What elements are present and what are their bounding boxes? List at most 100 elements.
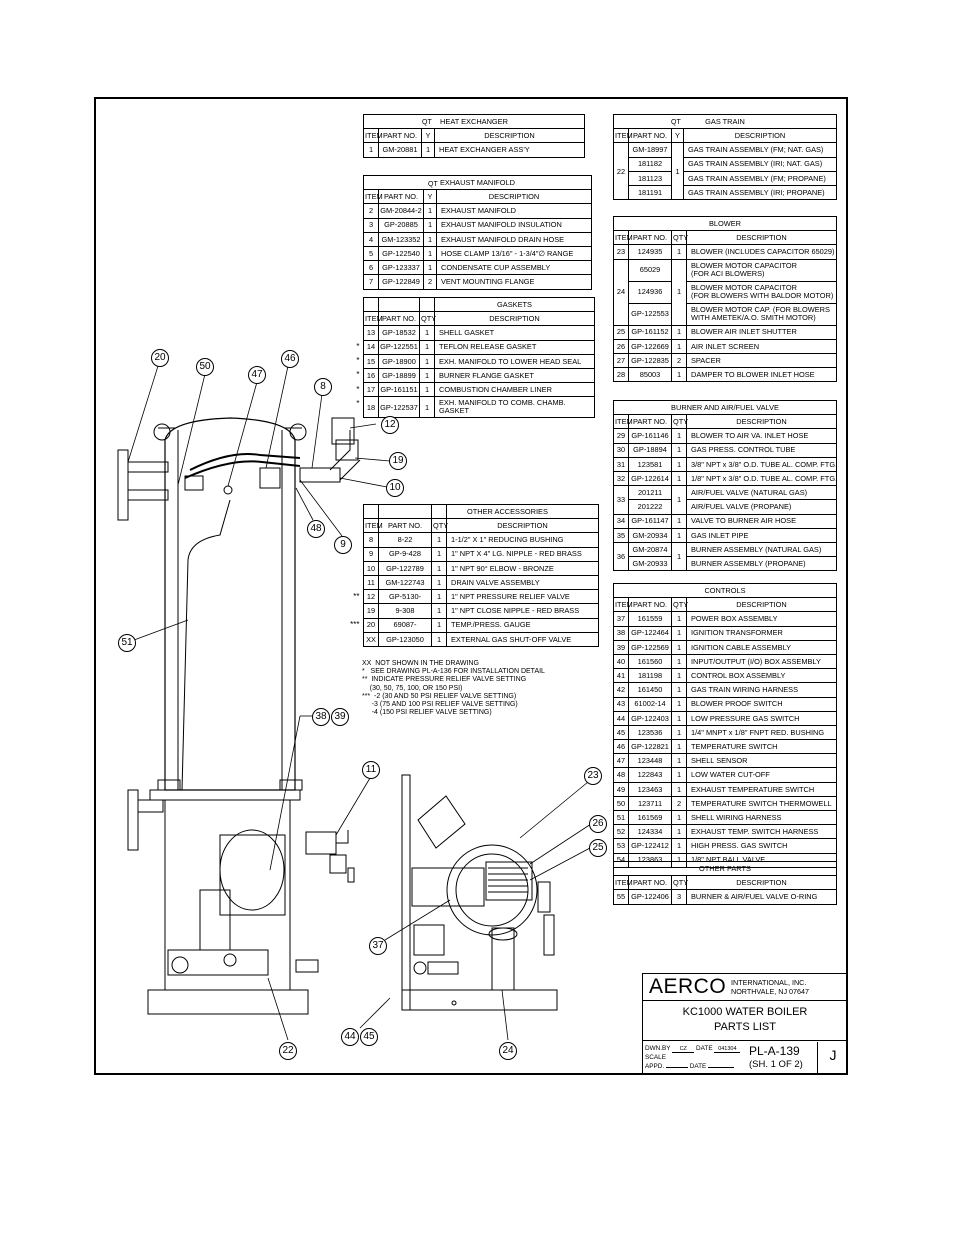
- callout-51: 51: [118, 634, 136, 652]
- col-item: ITEM: [363, 128, 383, 144]
- col-qty: Y: [671, 128, 684, 144]
- col-part-no: PART NO.: [628, 597, 672, 613]
- cell: 51: [613, 809, 629, 826]
- description-line: BLOWER MOTOR CAPACITOR: [691, 261, 797, 271]
- cell: 1" NPT 90° ELBOW - BRONZE: [446, 560, 599, 576]
- col-item: ITEM: [613, 597, 633, 613]
- col-part-no: PART NO.: [378, 311, 420, 327]
- cell: EXHAUST MANIFOLD INSULATION: [436, 217, 592, 233]
- col-qty: Y: [423, 189, 437, 205]
- callout-50: 50: [196, 358, 214, 376]
- cell: 1: [671, 753, 687, 769]
- cell: BLOWER AIR INLET SHUTTER: [686, 324, 837, 340]
- cell: CONTROL BOX ASSEMBLY: [686, 668, 837, 684]
- cell: EXHAUST TEMPERATURE SWITCH: [686, 781, 837, 797]
- col-item: ITEM: [613, 414, 633, 430]
- cell: EXHAUST MANIFOLD: [436, 203, 592, 219]
- cell: 122843: [628, 767, 672, 783]
- note-line: ** INDICATE PRESSURE RELIEF VALVE SETTIN…: [362, 676, 527, 684]
- col-part-no: PART NO.: [628, 414, 672, 430]
- cell: VALVE TO BURNER AIR HOSE: [686, 513, 837, 529]
- cell: 15: [363, 353, 379, 369]
- cell: 14: [363, 339, 379, 355]
- callout-24: 24: [499, 1042, 517, 1060]
- cell: GP-122412: [628, 838, 672, 854]
- col-description: DESCRIPTION: [436, 189, 592, 205]
- cell: VENT MOUNTING FLANGE: [436, 274, 592, 290]
- col-qty: QTY: [431, 518, 448, 534]
- cell: 1: [671, 838, 687, 854]
- cell: GAS TRAIN ASSEMBLY (IRI; NAT. GAS): [683, 156, 837, 172]
- cell: BLOWER PROOF SWITCH: [686, 696, 837, 712]
- cell: 1: [671, 809, 687, 826]
- cell: EXHAUST TEMP. SWITCH HARNESS: [686, 824, 837, 840]
- cell: 39: [613, 639, 629, 655]
- cell: 28: [613, 367, 629, 383]
- cell: HEAT EXCHANGER ASS'Y: [434, 142, 585, 158]
- revision-letter: J: [817, 1042, 848, 1074]
- cell: GP-122537: [378, 396, 420, 419]
- cell: 29: [613, 428, 629, 444]
- qty-label-top: QT: [428, 181, 438, 188]
- boiler-front-view: [401, 774, 558, 1011]
- col-description: DESCRIPTION: [686, 230, 837, 246]
- gas-train-title: GAS TRAIN: [613, 113, 837, 130]
- callout-22: 22: [279, 1042, 297, 1060]
- cell: 9: [363, 546, 379, 562]
- cell: HOSE CLAMP 13/16" - 1-3/4"∅ RANGE: [436, 245, 592, 262]
- cell: 161569: [628, 809, 672, 826]
- cell: 1" NPT PRESSURE RELIEF VALVE: [446, 589, 599, 605]
- cell: 124936: [628, 280, 672, 304]
- cell: 37: [613, 611, 629, 627]
- cell: 65029: [628, 258, 672, 282]
- cell: 1: [671, 142, 684, 201]
- note-marker: **: [353, 591, 360, 601]
- cell: COMBUSTION CHAMBER LINER: [434, 382, 595, 398]
- callout-38: 38: [312, 708, 330, 726]
- cell: GP-122540: [378, 245, 424, 262]
- cell: 1: [423, 245, 437, 262]
- drawing-notes: XX NOT SHOWN IN THE DRAWING * SEE DRAWIN…: [362, 660, 545, 717]
- callout-10: 10: [386, 479, 404, 497]
- col-description: DESCRIPTION: [434, 128, 585, 144]
- description-line: (FOR ACI BLOWERS): [691, 269, 765, 279]
- cell: 1: [671, 639, 687, 655]
- cell: 43: [613, 696, 629, 712]
- cell: 24: [613, 258, 629, 326]
- cell: EXTERNAL GAS SHUT-OFF VALVE: [446, 631, 599, 647]
- cell: SHELL SENSOR: [686, 753, 837, 769]
- cell: 32: [613, 470, 629, 487]
- date-label: DATE: [696, 1045, 713, 1052]
- cell: GM-20934: [628, 527, 672, 543]
- cell: 1: [431, 560, 447, 576]
- cell: 1: [671, 244, 687, 260]
- cell: 123581: [628, 456, 672, 472]
- cell: 181182: [628, 156, 672, 172]
- col-item: ITEM: [613, 875, 633, 891]
- cell: GAS INLET PIPE: [686, 527, 837, 543]
- cell: 1: [419, 396, 435, 419]
- col-description: DESCRIPTION: [686, 597, 837, 613]
- cell: GP-18894: [628, 442, 672, 458]
- description-line: BLOWER MOTOR CAP. (FOR BLOWERS: [691, 305, 830, 315]
- callout-25: 25: [589, 839, 607, 857]
- col-description: DESCRIPTION: [686, 875, 837, 891]
- cell: 1: [671, 527, 687, 543]
- cell: 1-1/2" X 1" REDUCING BUSHING: [446, 532, 599, 548]
